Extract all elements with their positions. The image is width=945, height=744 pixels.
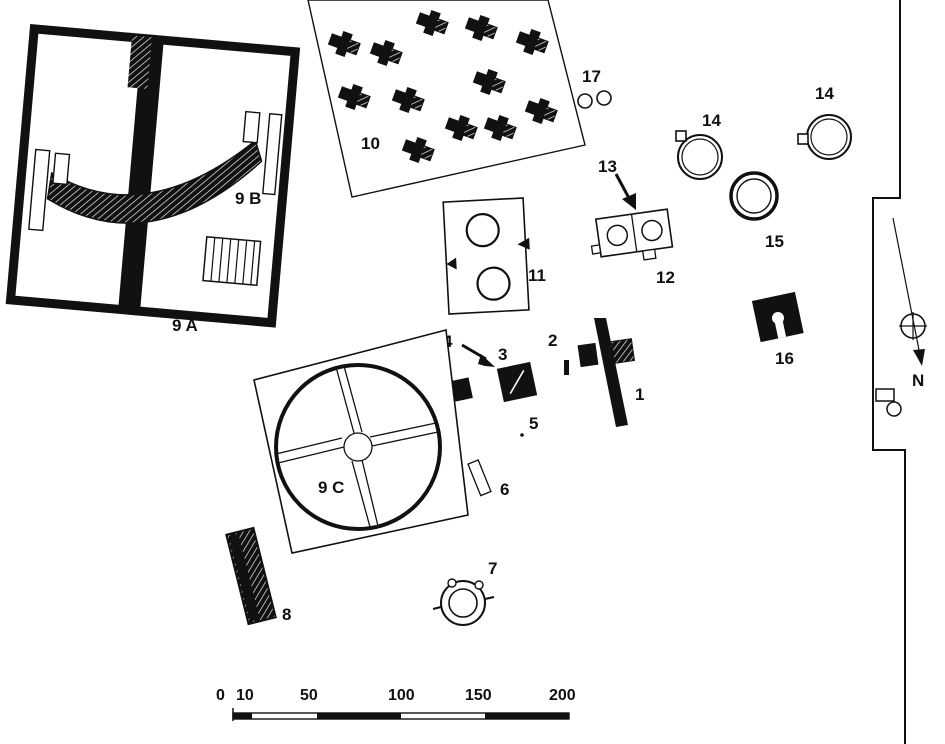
label-8: 8 [282,605,291,624]
structure-7 [432,578,495,626]
structure-14-left [675,130,723,180]
structure-8 [225,526,277,626]
structure-1 [577,318,635,427]
structure-15 [729,171,779,221]
pointer-13 [614,173,632,201]
label-13: 13 [598,157,617,176]
wall-gate-circle [886,401,902,417]
scale-tick-100: 100 [388,687,415,704]
structure-11 [442,197,530,315]
structure-9a-9b [5,24,301,328]
north-arrow [892,217,921,356]
label-14-left: 14 [702,111,721,130]
boundary-wall [872,0,906,744]
structure-9c-dial [274,363,442,531]
label-16: 16 [775,349,794,368]
scale-tick-10: 10 [236,687,254,704]
label-1: 1 [635,385,644,404]
label-11: 11 [528,266,546,285]
label-6: 6 [500,480,509,499]
scale-tick-200: 200 [549,687,576,704]
structure-14-right [797,114,852,160]
label-14-right: 14 [815,84,834,103]
label-9b: 9 B [235,189,261,208]
label-9c: 9 C [318,478,344,497]
structure-17 [577,90,612,109]
label-2: 2 [548,331,557,350]
pointer-13-head [622,193,636,210]
north-arrowhead [913,349,925,366]
scale-tick-50: 50 [300,687,318,704]
label-10: 10 [361,134,380,153]
scale-tick-0: 0 [216,687,225,704]
pointer-4-head [478,354,495,367]
structure-4 [450,377,473,402]
structure-2 [564,360,569,375]
label-15: 15 [765,232,784,251]
label-7: 7 [488,559,497,578]
structure-12 [590,208,674,261]
structure-6 [467,459,492,497]
label-9a: 9 A [172,316,198,335]
label-5: 5 [529,414,538,433]
label-3: 3 [498,345,507,364]
north-label: N [912,371,924,390]
label-12: 12 [656,268,675,287]
scale-tick-150: 150 [465,687,492,704]
structure-3 [496,361,538,403]
wall-gate-box [875,388,895,402]
label-17: 17 [582,67,601,86]
scale-bar [232,708,570,721]
structure-5 [520,433,524,437]
structure-16 [751,291,804,343]
